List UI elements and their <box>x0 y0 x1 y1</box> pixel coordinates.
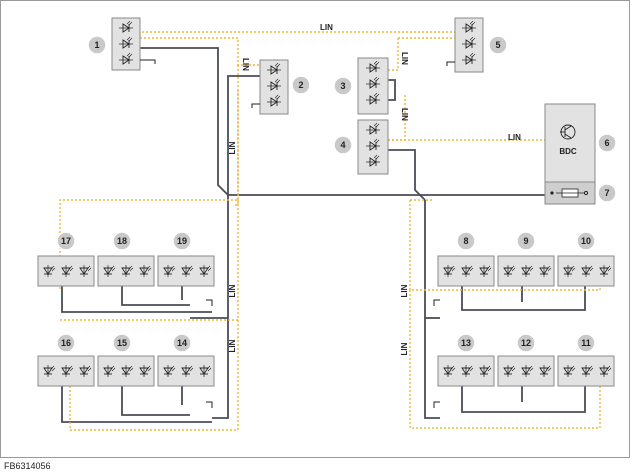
ground-symbols <box>140 59 455 408</box>
callout-1: 1 <box>87 35 107 55</box>
fuse-icon <box>550 188 589 198</box>
svg-text:16: 16 <box>61 338 71 348</box>
lin-label-m3: LIN <box>400 108 409 121</box>
svg-text:11: 11 <box>581 338 591 348</box>
module-1 <box>111 17 141 71</box>
module-4 <box>357 119 389 175</box>
svg-text:2: 2 <box>298 80 303 90</box>
callout-7: 7 <box>597 183 617 203</box>
transistor-icon <box>560 124 576 140</box>
svg-text:12: 12 <box>521 338 531 348</box>
svg-text:15: 15 <box>117 338 127 348</box>
svg-text:18: 18 <box>117 236 127 246</box>
callout-19: 19 <box>172 231 192 251</box>
callout-8: 8 <box>456 231 476 251</box>
reference-code: FB6314056 <box>4 461 51 471</box>
callout-17: 17 <box>56 231 76 251</box>
bdc-label: BDC <box>559 147 577 156</box>
lighting-lin-diagram: BDC <box>37 17 617 431</box>
svg-text:8: 8 <box>463 236 468 246</box>
lin-label-top: LIN <box>320 23 333 32</box>
callout-13: 13 <box>456 333 476 353</box>
svg-text:10: 10 <box>581 236 591 246</box>
callout-6: 6 <box>597 133 617 153</box>
svg-text:13: 13 <box>461 338 471 348</box>
callout-2: 2 <box>291 75 311 95</box>
callouts: 1 2 3 4 5 6 7 8 9 10 11 12 13 14 15 16 1… <box>56 35 617 353</box>
callout-14: 14 <box>172 333 192 353</box>
module-3 <box>357 57 389 115</box>
lin-label-left-upper: LIN <box>228 141 237 154</box>
lin-label-left-low: LIN <box>228 339 237 352</box>
svg-text:14: 14 <box>177 338 187 348</box>
svg-text:3: 3 <box>340 81 345 91</box>
bdc-module: BDC <box>544 103 596 205</box>
callout-15: 15 <box>112 333 132 353</box>
svg-text:9: 9 <box>523 236 528 246</box>
svg-text:6: 6 <box>604 138 609 148</box>
callout-4: 4 <box>333 135 353 155</box>
callout-10: 10 <box>576 231 596 251</box>
lin-label-left-mid: LIN <box>228 284 237 297</box>
svg-text:7: 7 <box>604 188 609 198</box>
module-5 <box>454 17 484 73</box>
lin-labels: LIN LIN LIN LIN LIN LIN LIN LIN LIN LIN <box>228 23 521 355</box>
callout-16: 16 <box>56 333 76 353</box>
lin-label-m1: LIN <box>241 58 250 71</box>
callout-11: 11 <box>576 333 596 353</box>
lin-label-right-mid: LIN <box>400 284 409 297</box>
callout-5: 5 <box>488 35 508 55</box>
svg-text:17: 17 <box>61 236 71 246</box>
callout-9: 9 <box>516 231 536 251</box>
callout-3: 3 <box>333 76 353 96</box>
lin-label-m5: LIN <box>400 52 409 65</box>
svg-text:1: 1 <box>94 40 99 50</box>
svg-text:19: 19 <box>177 236 187 246</box>
diagram-frame <box>0 0 630 458</box>
callout-12: 12 <box>516 333 536 353</box>
led-strip-modules <box>37 255 615 387</box>
lin-label-bdc: LIN <box>508 133 521 142</box>
ground-wires <box>61 47 590 423</box>
lin-label-right-low: LIN <box>400 342 409 355</box>
svg-text:5: 5 <box>495 40 500 50</box>
callout-18: 18 <box>112 231 132 251</box>
svg-text:4: 4 <box>340 140 345 150</box>
module-2 <box>259 59 289 115</box>
